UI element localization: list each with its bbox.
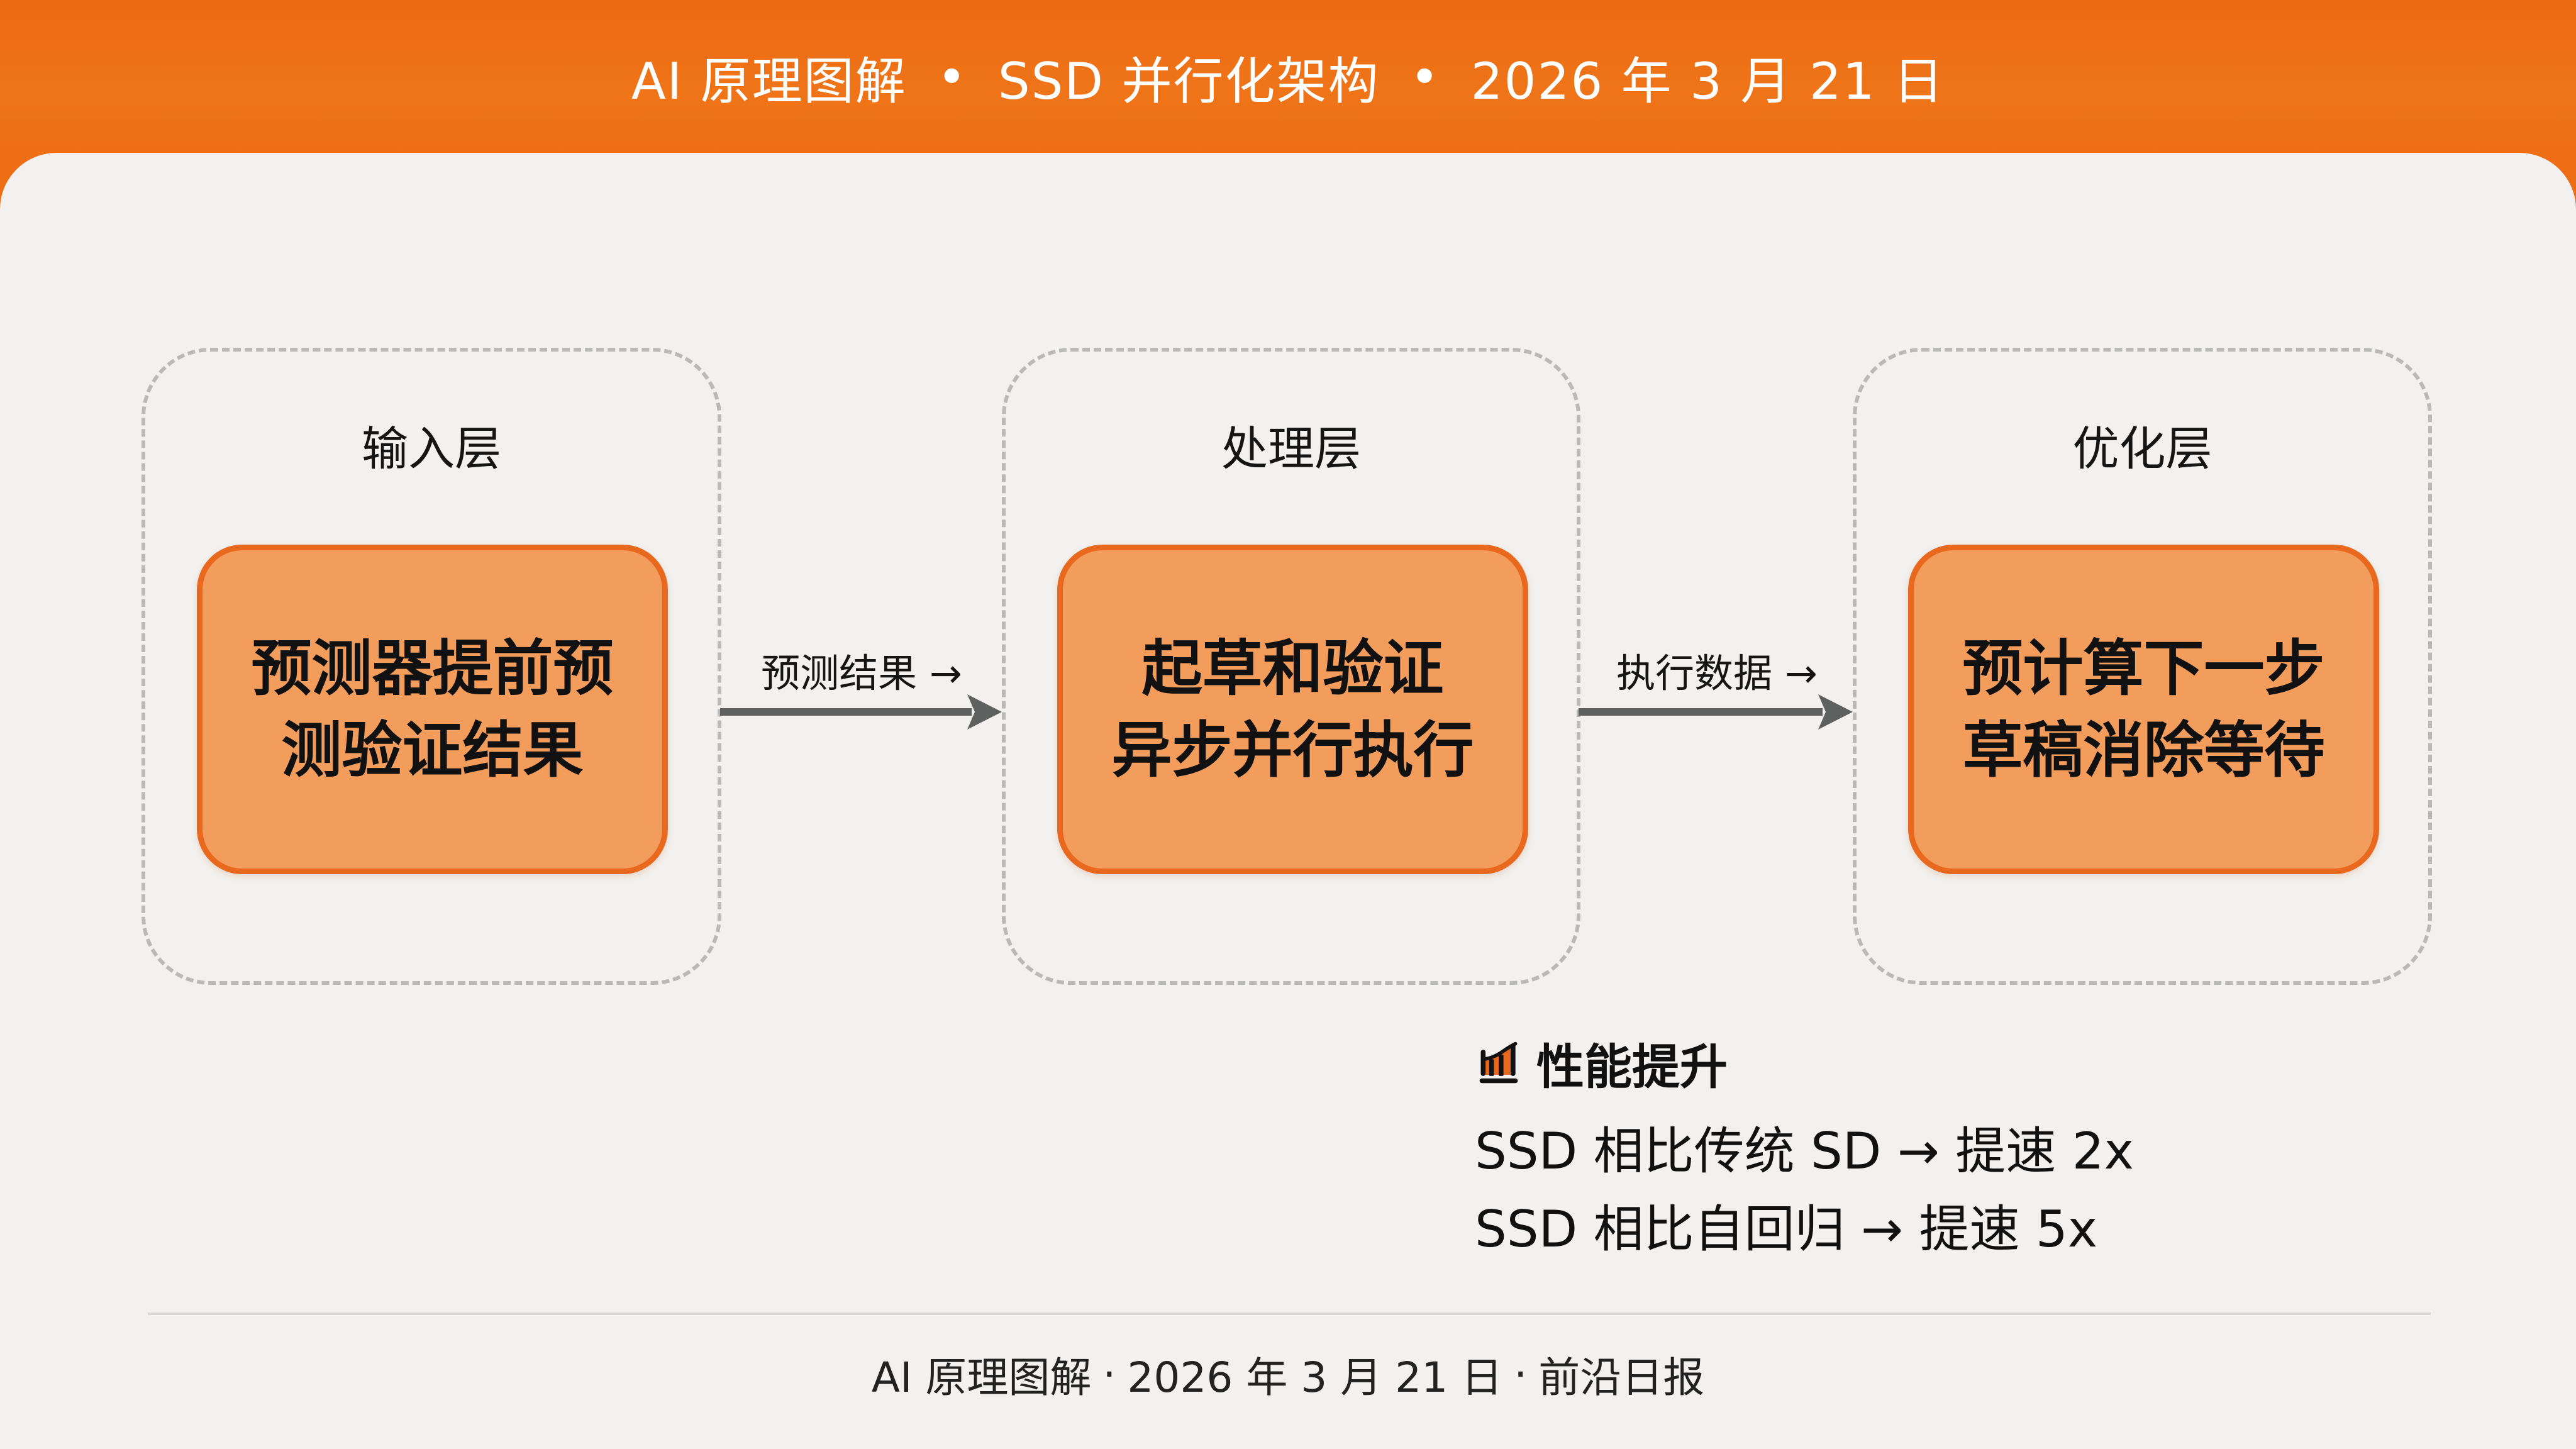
arrow-right-icon [720, 694, 1002, 730]
footer-separator: · [1514, 1350, 1528, 1399]
node-precompute: 预计算下一步 草稿消除等待 [1908, 545, 2379, 874]
column-title: 优化层 [2072, 422, 2212, 476]
node-line: 预计算下一步 [1962, 633, 2325, 704]
header-title: AI 原理图解 • SSD 并行化架构 • 2026 年 3 月 21 日 [0, 0, 2576, 154]
node-line: 异步并行执行 [1111, 715, 1474, 786]
node-draft-verify: 起草和验证 异步并行执行 [1057, 545, 1528, 874]
node-line: 预测器提前预 [251, 633, 614, 704]
node-line: 起草和验证 [1141, 633, 1444, 704]
footer-separator: · [1102, 1350, 1116, 1399]
performance-line: SSD 相比传统 SD → 提速 2x [1475, 1122, 2134, 1180]
column-title: 输入层 [362, 422, 501, 476]
column-input-layer: 输入层 预测器提前预 测验证结果 [142, 348, 721, 985]
column-title: 处理层 [1221, 422, 1361, 476]
footer-brand: AI 原理图解 [871, 1353, 1092, 1402]
header-separator: • [1409, 48, 1441, 106]
node-line: 测验证结果 [281, 715, 584, 786]
footer-divider [148, 1313, 2431, 1315]
footer: AI 原理图解 · 2026 年 3 月 21 日 · 前沿日报 [0, 1346, 2576, 1402]
arrow-label-prediction: 预测结果 → [761, 650, 962, 696]
node-line: 草稿消除等待 [1962, 715, 2325, 786]
footer-source: 前沿日报 [1538, 1353, 1705, 1402]
header-band: AI 原理图解 • SSD 并行化架构 • 2026 年 3 月 21 日 [0, 0, 2576, 154]
performance-heading-text: 性能提升 [1536, 1039, 1728, 1095]
footer-date: 2026 年 3 月 21 日 [1127, 1353, 1503, 1402]
node-predictor: 预测器提前预 测验证结果 [197, 545, 668, 874]
performance-section: 性能提升 SSD 相比传统 SD → 提速 2x SSD 相比自回归 → 提速 … [1475, 1035, 2134, 1269]
arrow-right-icon [1579, 694, 1853, 730]
column-processing-layer: 处理层 起草和验证 异步并行执行 [1002, 348, 1580, 985]
performance-heading: 性能提升 [1475, 1035, 2134, 1095]
header-brand: AI 原理图解 [631, 52, 907, 111]
arrow-label-execution: 执行数据 → [1616, 650, 1818, 696]
performance-line: SSD 相比自回归 → 提速 5x [1475, 1200, 2098, 1258]
header-separator: • [936, 48, 968, 106]
bar-chart-icon [1479, 1041, 1518, 1084]
header-topic: SSD 并行化架构 [997, 52, 1380, 111]
header-date: 2026 年 3 月 21 日 [1470, 52, 1945, 111]
column-optimization-layer: 优化层 预计算下一步 草稿消除等待 [1853, 348, 2432, 985]
